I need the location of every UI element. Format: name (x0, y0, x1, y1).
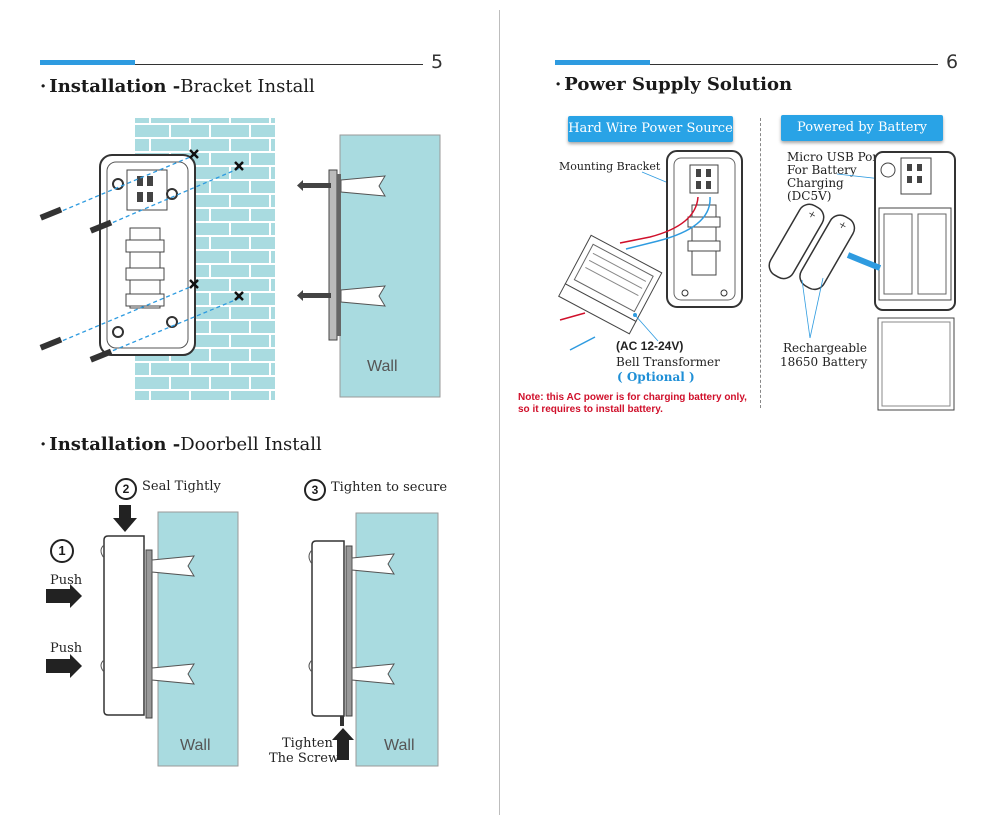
optional-label: ( Optional ) (617, 370, 695, 384)
wall-label-secure: Wall (384, 737, 415, 754)
step-badge-2: 2 (115, 478, 137, 500)
page-header-rule-left (40, 64, 423, 65)
bullet: · (40, 76, 47, 97)
bell-transformer-label: Bell Transformer (616, 355, 720, 369)
page-header-accent-left (40, 60, 135, 65)
bullet: · (555, 74, 562, 95)
section-title-bracket-install: ·Installation -Bracket Install (40, 76, 315, 97)
step-badge-3: 3 (304, 479, 326, 501)
title-bold: Installation - (49, 434, 181, 455)
micro-usb-line1: Micro USB Port (787, 150, 883, 164)
tighten-screw-line1: Tighten (282, 736, 333, 751)
push-label-bottom: Push (50, 641, 83, 656)
micro-usb-line2: For Battery (787, 163, 857, 177)
battery-illustration: + + (768, 151, 956, 411)
page-divider (499, 10, 500, 815)
micro-usb-line4: (DC5V) (787, 189, 832, 203)
side-view-wall-bracket (297, 134, 441, 398)
note-line2: so it requires to install battery. (518, 404, 663, 415)
tighten-screw-line2: The Screw (269, 751, 340, 766)
push-label-top: Push (50, 573, 83, 588)
battery-label-line2: 18650 Battery (780, 355, 868, 369)
step2-label: Seal Tightly (142, 479, 221, 494)
page-header-rule-right (555, 64, 938, 65)
section-title-doorbell-install: ·Installation -Doorbell Install (40, 434, 322, 455)
doorbell-secure-illustration (308, 512, 439, 767)
hardwire-power-pill: Hard Wire Power Source (568, 116, 733, 142)
vertical-dashed-separator (760, 118, 761, 408)
title-bold: Installation - (49, 76, 181, 97)
title-rest: Doorbell Install (180, 434, 322, 455)
step-badge-1: 1 (50, 539, 74, 563)
doorbell-push-illustration (46, 505, 239, 767)
micro-usb-line3: Charging (787, 176, 844, 190)
page-number-5: 5 (431, 51, 444, 73)
battery-power-pill: Powered by Battery (781, 115, 943, 141)
battery-label-line1: Rechargeable (783, 341, 868, 355)
wall-label-bracket: Wall (367, 358, 398, 375)
title-rest: Bracket Install (180, 76, 315, 97)
wall-label-push: Wall (180, 737, 211, 754)
page-header-accent-right (555, 60, 650, 65)
bullet: · (40, 434, 47, 455)
section-title-power-supply: ·Power Supply Solution (555, 74, 792, 95)
title-bold: Power Supply Solution (564, 74, 793, 95)
ac-voltage-label: (AC 12-24V) (616, 339, 684, 353)
step3-label: Tighten to secure (331, 480, 448, 495)
mounting-bracket-drawing (99, 154, 196, 356)
hardwire-illustration (558, 150, 743, 351)
page-number-6: 6 (946, 51, 959, 73)
brick-wall-bracket-illustration (39, 118, 275, 400)
note-line1: Note: this AC power is for charging batt… (518, 392, 747, 403)
mounting-bracket-label: Mounting Bracket (559, 160, 661, 173)
